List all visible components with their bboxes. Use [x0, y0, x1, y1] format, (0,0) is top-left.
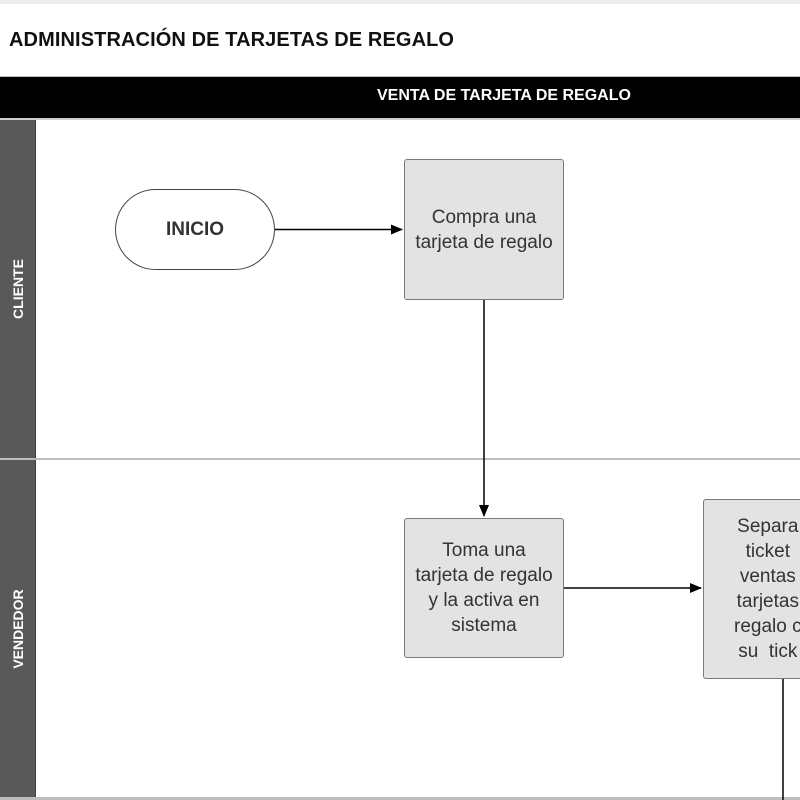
process-toma-activa-tarjeta[interactable]: Toma una tarjeta de regalo y la activa e…: [404, 518, 564, 658]
page-title: ADMINISTRACIÓN DE TARJETAS DE REGALO: [9, 29, 455, 51]
process-separa-ticket-label: Separa ticket ventas tarjetas regalo c s…: [734, 516, 800, 662]
bottom-rule: [0, 797, 800, 800]
swimlane-cliente: CLIENTE: [0, 120, 800, 458]
process-toma-activa-tarjeta-label: Toma una tarjeta de regalo y la activa e…: [415, 540, 553, 636]
process-compra-tarjeta[interactable]: Compra una tarjeta de regalo: [404, 159, 564, 300]
phase-header-bar: [0, 77, 800, 118]
process-separa-ticket[interactable]: Separa ticket ventas tarjetas regalo c s…: [703, 499, 800, 679]
phase-label: VENTA DE TARJETA DE REGALO: [377, 87, 631, 104]
lane-header-vendedor: VENDEDOR: [0, 460, 36, 798]
swimlane-vendedor: VENDEDOR: [0, 460, 800, 798]
process-compra-tarjeta-label: Compra una tarjeta de regalo: [415, 206, 553, 253]
lane-top-border: [0, 118, 800, 120]
lane-label-vendedor: VENDEDOR: [9, 589, 26, 669]
title-divider: [0, 76, 800, 77]
start-terminator[interactable]: INICIO: [115, 189, 275, 270]
lane-label-cliente: CLIENTE: [9, 259, 26, 319]
lane-divider: [0, 458, 800, 460]
top-rule: [0, 0, 800, 4]
start-terminator-label: INICIO: [165, 218, 225, 240]
lane-header-cliente: CLIENTE: [0, 120, 36, 458]
